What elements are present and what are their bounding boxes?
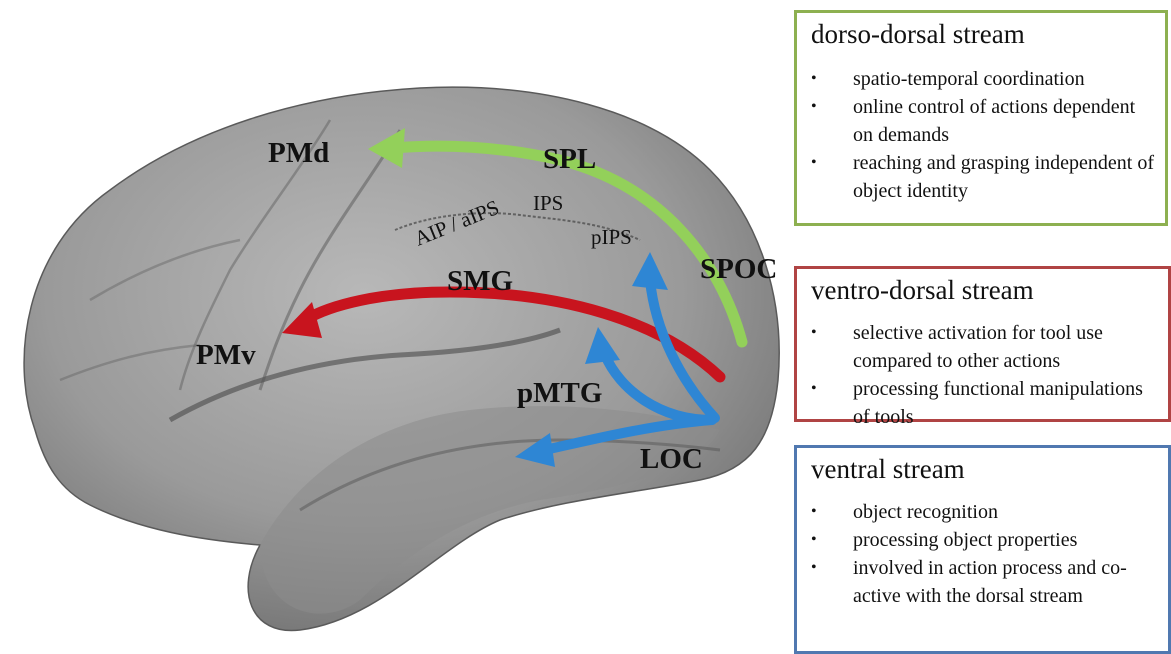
ventral-stream-list: object recognition processing object pro… [811, 498, 1162, 610]
list-item: selective activation for tool use compar… [811, 319, 1162, 375]
ventral-stream-panel: ventral stream object recognition proces… [794, 445, 1171, 654]
label-pips: pIPS [591, 225, 632, 249]
list-item: processing object properties [811, 526, 1162, 554]
list-item: online control of actions dependent on d… [811, 93, 1159, 149]
label-pmd: PMd [268, 137, 329, 169]
dorso-dorsal-stream-list: spatio-temporal coordination online cont… [811, 65, 1159, 205]
label-spoc: SPOC [700, 253, 777, 285]
dorso-dorsal-stream-panel: dorso-dorsal stream spatio-temporal coor… [794, 10, 1168, 226]
label-ips: IPS [533, 191, 563, 215]
brain-figure: PMd SPL AIP / aIPS IPS pIPS SPOC SMG PMv… [0, 0, 790, 654]
list-item: spatio-temporal coordination [811, 65, 1159, 93]
dorso-dorsal-stream-title: dorso-dorsal stream [811, 19, 1025, 50]
ventro-dorsal-stream-panel: ventro-dorsal stream selective activatio… [794, 266, 1171, 422]
ventral-stream-title: ventral stream [811, 454, 965, 485]
label-pmv: PMv [196, 339, 256, 371]
list-item: object recognition [811, 498, 1162, 526]
ventro-dorsal-stream-list: selective activation for tool use compar… [811, 319, 1162, 431]
list-item: reaching and grasping independent of obj… [811, 149, 1159, 205]
list-item: involved in action process and co-active… [811, 554, 1162, 610]
label-spl: SPL [543, 143, 596, 175]
ventro-dorsal-stream-title: ventro-dorsal stream [811, 275, 1034, 306]
label-pmtg: pMTG [517, 377, 602, 409]
label-smg: SMG [447, 265, 513, 297]
label-loc: LOC [640, 443, 703, 475]
list-item: processing functional manipulations of t… [811, 375, 1162, 431]
